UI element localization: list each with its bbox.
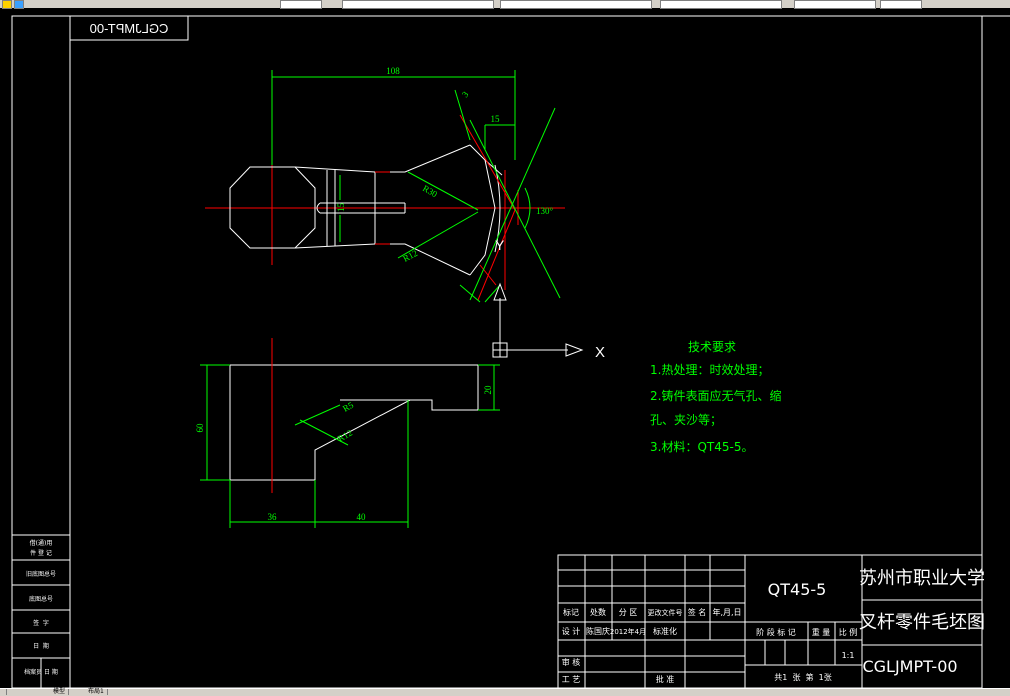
tab-model[interactable]: 模型 — [50, 689, 70, 695]
left-strip-text: 借(通)用 件 登 记 旧底图总号 底图总号 签 字 日 期 档案员 日 期 — [24, 539, 58, 676]
title-block-grid — [557, 554, 983, 688]
dim-15: 15 — [491, 114, 501, 124]
front-view-dimensions — [200, 364, 500, 528]
tb-header-cell: 签 名 — [688, 607, 707, 617]
tb-process: 工 艺 — [562, 675, 581, 684]
front-view — [229, 338, 479, 493]
toolbar-icon[interactable] — [14, 0, 24, 9]
dim-r12-top: R12 — [401, 248, 419, 264]
left-strip-label: 档案员 日 期 — [24, 668, 58, 676]
tech-req-line: 孔、夹沙等； — [650, 413, 722, 427]
toolbar-dropdown[interactable] — [880, 0, 922, 9]
left-strip-label: 日 期 — [33, 642, 49, 650]
dim-36: 36 — [268, 512, 278, 522]
dim-r12-front: R12 — [336, 428, 354, 444]
mirror-label-box: CGLJMPT-00 — [69, 15, 189, 41]
tb-stage: 阶 段 标 记 — [756, 627, 796, 637]
toolbar-dropdown[interactable] — [794, 0, 876, 9]
toolbar-icon[interactable] — [2, 0, 12, 9]
tech-requirements: 技术要求 1.热处理：时效处理； 2.铸件表面应无气孔、缩 孔、夹沙等； 3.材… — [650, 340, 781, 454]
tb-material: QT45-5 — [768, 580, 827, 599]
tb-scale: 1:1 — [842, 651, 855, 660]
tech-req-line: 2.铸件表面应无气孔、缩 — [650, 388, 781, 403]
dim-r30: R30 — [421, 183, 439, 199]
tb-date: 2012年4月 — [610, 627, 646, 636]
dim-130-deg: 130° — [536, 206, 554, 216]
dim-40: 40 — [357, 512, 367, 522]
tb-standard: 标准化 — [653, 626, 677, 636]
left-strip-label: 旧底图总号 — [26, 570, 56, 578]
status-bar: 模型 布局1 — [0, 688, 1010, 696]
tb-approve: 批 准 — [656, 674, 675, 684]
top-view — [205, 114, 565, 301]
left-strip-label: 件 登 记 — [30, 549, 52, 557]
dim-20: 20 — [483, 385, 493, 395]
tb-school: 苏州市职业大学 — [859, 568, 985, 589]
left-strip-label: 底图总号 — [29, 595, 53, 603]
tb-designer: 陈国庆 — [586, 626, 610, 636]
left-strip-label: 借(通)用 — [30, 539, 53, 547]
left-strip-label: 签 字 — [33, 619, 49, 627]
tech-req-line: 1.热处理：时效处理； — [650, 362, 769, 377]
ucs-icon — [492, 282, 584, 358]
tb-part-name: 叉杆零件毛坯图 — [859, 612, 985, 633]
toolbar-dropdown[interactable] — [500, 0, 652, 9]
ucs-y-label: Y — [495, 237, 505, 253]
tb-design-label: 设 计 — [562, 626, 581, 636]
toolbar-dropdown[interactable] — [280, 0, 322, 9]
tb-header-cell: 处数 — [590, 607, 606, 617]
tb-header-cell: 更改文件号 — [648, 608, 683, 617]
tb-review: 审 核 — [562, 657, 581, 667]
tb-header-cell: 年,月,日 — [712, 607, 741, 617]
tech-req-line: 3.材料：QT45-5。 — [650, 440, 753, 454]
top-view-dim-text: 108 15 130° 3 R30 R12 15 — [336, 66, 554, 264]
dim-r5: R5 — [341, 400, 356, 414]
ucs-x-label: X — [595, 344, 605, 361]
tech-req-title: 技术要求 — [688, 340, 736, 354]
tb-drawing-no: CGLJMPT-00 — [862, 657, 957, 676]
top-toolbar-strip — [0, 0, 1010, 9]
tb-header-cell: 标记 — [563, 607, 579, 617]
tab-layout1[interactable]: 布局1 — [85, 689, 108, 695]
top-view-dimensions — [271, 70, 561, 303]
dim-108: 108 — [386, 66, 400, 76]
status-spacer — [0, 689, 7, 695]
tb-weight: 重 量 — [812, 627, 831, 637]
dim-60: 60 — [195, 423, 205, 433]
dim-3: 3 — [460, 89, 471, 99]
drawing-canvas[interactable]: CGLJMPT-00 — [0, 8, 1010, 688]
front-view-dim-text: 60 20 R5 R12 36 40 — [195, 385, 493, 522]
left-strip — [11, 534, 71, 688]
title-block-cells: 标记 处数 分 区 更改文件号 签 名 年,月,日 设 计 陈国庆 2012年4… — [562, 607, 858, 684]
dim-slot: 15 — [336, 203, 346, 213]
tb-header-cell: 分 区 — [619, 608, 638, 617]
tb-scale-label: 比 例 — [839, 627, 858, 637]
mirror-label-text: CGLJMPT-00 — [90, 21, 169, 36]
sheet-border — [11, 15, 1010, 688]
toolbar-dropdown[interactable] — [342, 0, 494, 9]
tb-sheet-info: 共1 张 第 1张 — [774, 672, 831, 682]
toolbar-dropdown[interactable] — [660, 0, 782, 9]
